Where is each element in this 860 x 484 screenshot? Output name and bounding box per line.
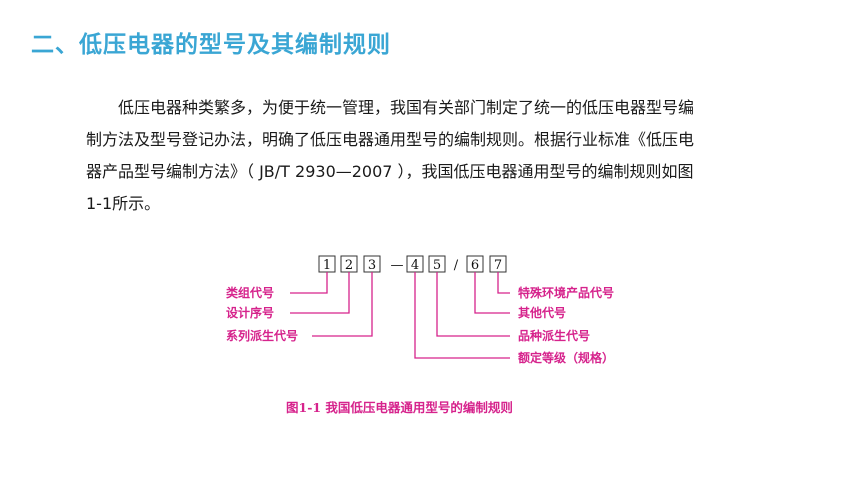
code-box-6: 6 [466,255,484,273]
paragraph-line-2: 制方法及型号登记办法，明确了低压电器通用型号的编制规则。根据行业标准《低压电 [86,130,695,149]
paragraph-line-1: 低压电器种类繁多，为便于统一管理，我国有关部门制定了统一的低压电器型号编 [118,98,695,117]
leader-line-4 [414,272,510,359]
code-box-7: 7 [489,255,507,273]
label-series-derivative: 系列派生代号 [226,328,298,343]
dash-separator: — [391,258,404,273]
paragraph-line-4: 1-1所示。 [86,194,161,213]
label-design-serial: 设计序号 [226,305,274,320]
code-box-7-digit: 7 [494,258,502,273]
section-heading: 二、低压电器的型号及其编制规则 [31,32,391,58]
code-box-5: 5 [428,255,446,273]
code-box-2-digit: 2 [345,258,353,273]
leader-line-7 [497,272,510,294]
code-box-3-digit: 3 [368,258,376,273]
label-rated-grade: 额定等级（规格） [518,350,614,365]
code-box-4-digit: 4 [411,258,419,273]
code-box-3: 3 [363,255,381,273]
code-box-2: 2 [340,255,358,273]
code-box-1: 1 [318,255,336,273]
label-special-environment: 特殊环境产品代号 [518,285,614,300]
figure-caption: 图1-1 我国低压电器通用型号的编制规则 [286,400,513,415]
leader-line-3 [312,272,373,337]
paragraph-line-3: 器产品型号编制方法》（ JB/T 2930—2007 ），我国低压电器通用型号的… [86,162,694,181]
code-box-5-digit: 5 [433,258,441,273]
label-variety-derivative: 品种派生代号 [518,328,590,343]
code-box-1-digit: 1 [323,258,331,273]
label-class-group-code: 类组代号 [226,285,274,300]
label-other-code: 其他代号 [518,305,566,320]
leader-line-1 [290,272,328,294]
leader-line-6 [474,272,510,314]
body-paragraph: 低压电器种类繁多，为便于统一管理，我国有关部门制定了统一的低压电器型号编 制方法… [86,92,776,220]
slash-separator: / [454,258,459,273]
leader-lines [290,272,510,359]
leader-line-5 [436,272,510,337]
code-box-6-digit: 6 [471,258,479,273]
leader-line-2 [290,272,350,314]
code-box-4: 4 [406,255,424,273]
